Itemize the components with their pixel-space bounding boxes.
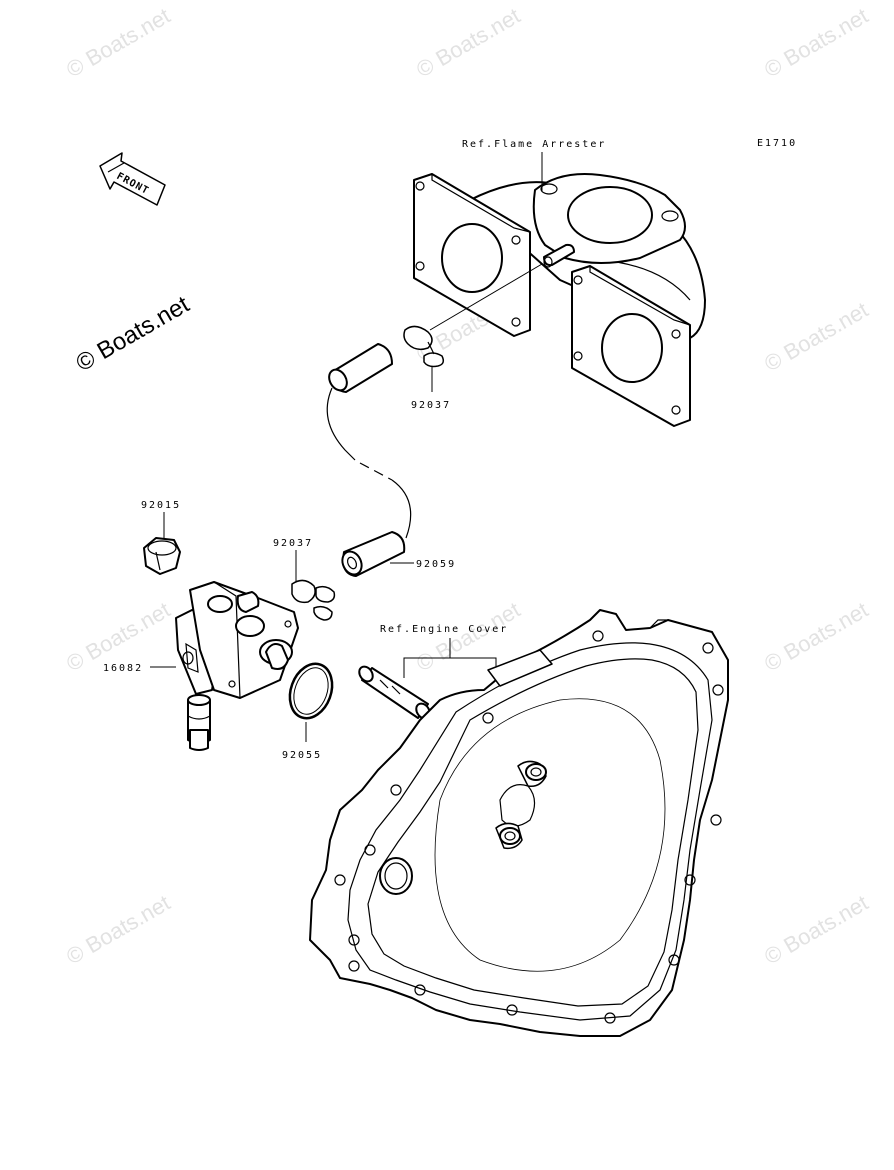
- flame-arrester-housing: [413, 173, 706, 427]
- watermark: © Boats.net: [760, 3, 872, 82]
- part-number-92037a: 92037: [411, 400, 451, 411]
- front-arrow-icon: FRONT: [99, 152, 166, 206]
- hose-line: [326, 387, 356, 461]
- part-number-16082: 16082: [103, 663, 143, 674]
- cover-boss: [495, 822, 523, 850]
- hose-upper-end: [328, 343, 393, 393]
- o-ring-92055-inner: [293, 667, 329, 715]
- part-number-92059: 92059: [416, 559, 456, 570]
- clip-92037-lower: [291, 579, 336, 621]
- cover-boss: [517, 760, 547, 788]
- watermark: © Boats.net: [760, 297, 872, 376]
- leader-line: [429, 263, 543, 331]
- dowel-pin: [358, 665, 431, 720]
- hose-line-dashed: [359, 462, 393, 481]
- hose-92059: [341, 531, 406, 577]
- o-ring-92055: [288, 662, 334, 720]
- figure-code: E1710: [757, 138, 797, 149]
- fuel-cock-16082: [175, 581, 299, 751]
- engine-cover: [309, 609, 729, 1037]
- hose-line: [391, 479, 412, 539]
- ref-engine-cover-label: Ref.Engine Cover: [380, 624, 508, 635]
- watermark-main: © Boats.net: [72, 291, 195, 377]
- watermark: © Boats.net: [62, 890, 174, 969]
- part-number-92015: 92015: [141, 500, 181, 511]
- part-number-92055: 92055: [282, 750, 322, 761]
- part-number-92037b: 92037: [273, 538, 313, 549]
- watermark: © Boats.net: [62, 3, 174, 82]
- watermark: © Boats.net: [760, 597, 872, 676]
- clip-92037-upper: [403, 325, 445, 368]
- watermark: © Boats.net: [412, 3, 524, 82]
- watermark: © Boats.net: [760, 890, 872, 969]
- ref-flame-arrester-label: Ref.Flame Arrester: [462, 139, 606, 150]
- nut-92015: [143, 537, 181, 575]
